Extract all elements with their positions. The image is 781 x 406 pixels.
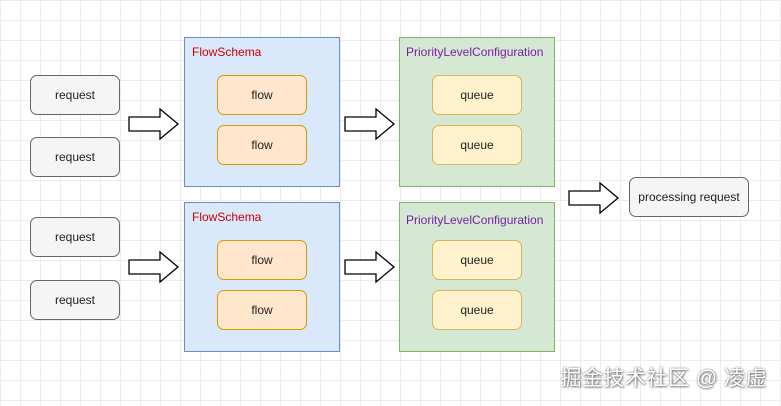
priority-level-title: PriorityLevelConfiguration <box>406 213 544 227</box>
right-arrow-icon <box>344 250 396 284</box>
request-node-2: request <box>30 137 120 177</box>
right-arrow-icon <box>344 107 396 141</box>
queue-node: queue <box>432 75 522 115</box>
watermark: 掘金技术社区 @ 凌虚 <box>560 367 767 390</box>
flow-node: flow <box>217 290 307 330</box>
request-node-4: request <box>30 280 120 320</box>
priority-level-container-2: PriorityLevelConfiguration queue queue <box>399 202 555 352</box>
flowschema-container-2: FlowSchema flow flow <box>184 202 340 352</box>
right-arrow-icon <box>128 107 180 141</box>
queue-node: queue <box>432 290 522 330</box>
queue-node: queue <box>432 125 522 165</box>
flowschema-title: FlowSchema <box>192 45 262 59</box>
right-arrow-icon <box>128 250 180 284</box>
priority-level-container-1: PriorityLevelConfiguration queue queue <box>399 37 555 187</box>
flowschema-title: FlowSchema <box>192 210 262 224</box>
queue-node: queue <box>432 240 522 280</box>
request-node-3: request <box>30 217 120 257</box>
flowschema-container-1: FlowSchema flow flow <box>184 37 340 187</box>
flow-node: flow <box>217 240 307 280</box>
priority-level-title: PriorityLevelConfiguration <box>406 45 544 59</box>
flow-node: flow <box>217 75 307 115</box>
request-node-1: request <box>30 75 120 115</box>
flow-node: flow <box>217 125 307 165</box>
right-arrow-icon <box>568 181 620 215</box>
processing-request-node: processing request <box>629 177 749 217</box>
